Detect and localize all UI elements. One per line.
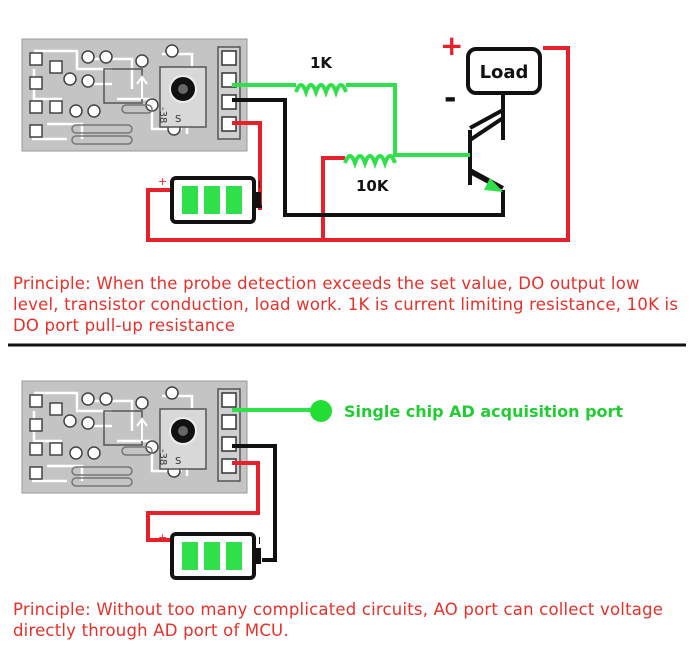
battery-minus: I bbox=[258, 180, 261, 191]
battery-minus-2: I bbox=[258, 536, 261, 547]
board-label-2: -38 bbox=[157, 449, 168, 465]
battery-plus: + bbox=[158, 175, 167, 188]
board-label-s: S bbox=[175, 114, 181, 125]
green-wires bbox=[232, 83, 470, 157]
battery-1 bbox=[170, 176, 263, 224]
principle-text-2: Principle: Without too many complicated … bbox=[13, 600, 664, 640]
board-label: -38 bbox=[157, 107, 168, 123]
sensor-module-board bbox=[20, 37, 249, 153]
sensor-module-board-2 bbox=[20, 379, 249, 495]
diagram-2: -38 S Single chip AD acquisition port + … bbox=[20, 379, 623, 580]
resistor-1k-label: 1K bbox=[310, 54, 333, 72]
diagram-1: -38 S bbox=[20, 29, 570, 242]
resistor-10k bbox=[343, 154, 397, 165]
resistor-1k bbox=[294, 83, 348, 94]
load-label: Load bbox=[480, 62, 529, 83]
ad-port-dot bbox=[310, 400, 332, 422]
plus-sign: + bbox=[440, 29, 463, 62]
diagram-2-wires bbox=[146, 444, 277, 562]
minus-sign: - bbox=[444, 81, 456, 116]
ad-port-label: Single chip AD acquisition port bbox=[344, 402, 623, 421]
battery-plus-2: + bbox=[158, 531, 167, 544]
principle-text-1: Principle: When the probe detection exce… bbox=[13, 274, 679, 335]
battery-2 bbox=[170, 532, 263, 580]
resistor-10k-label: 10K bbox=[356, 177, 390, 195]
transistor bbox=[468, 98, 505, 192]
board-label-s-2: S bbox=[175, 456, 181, 467]
